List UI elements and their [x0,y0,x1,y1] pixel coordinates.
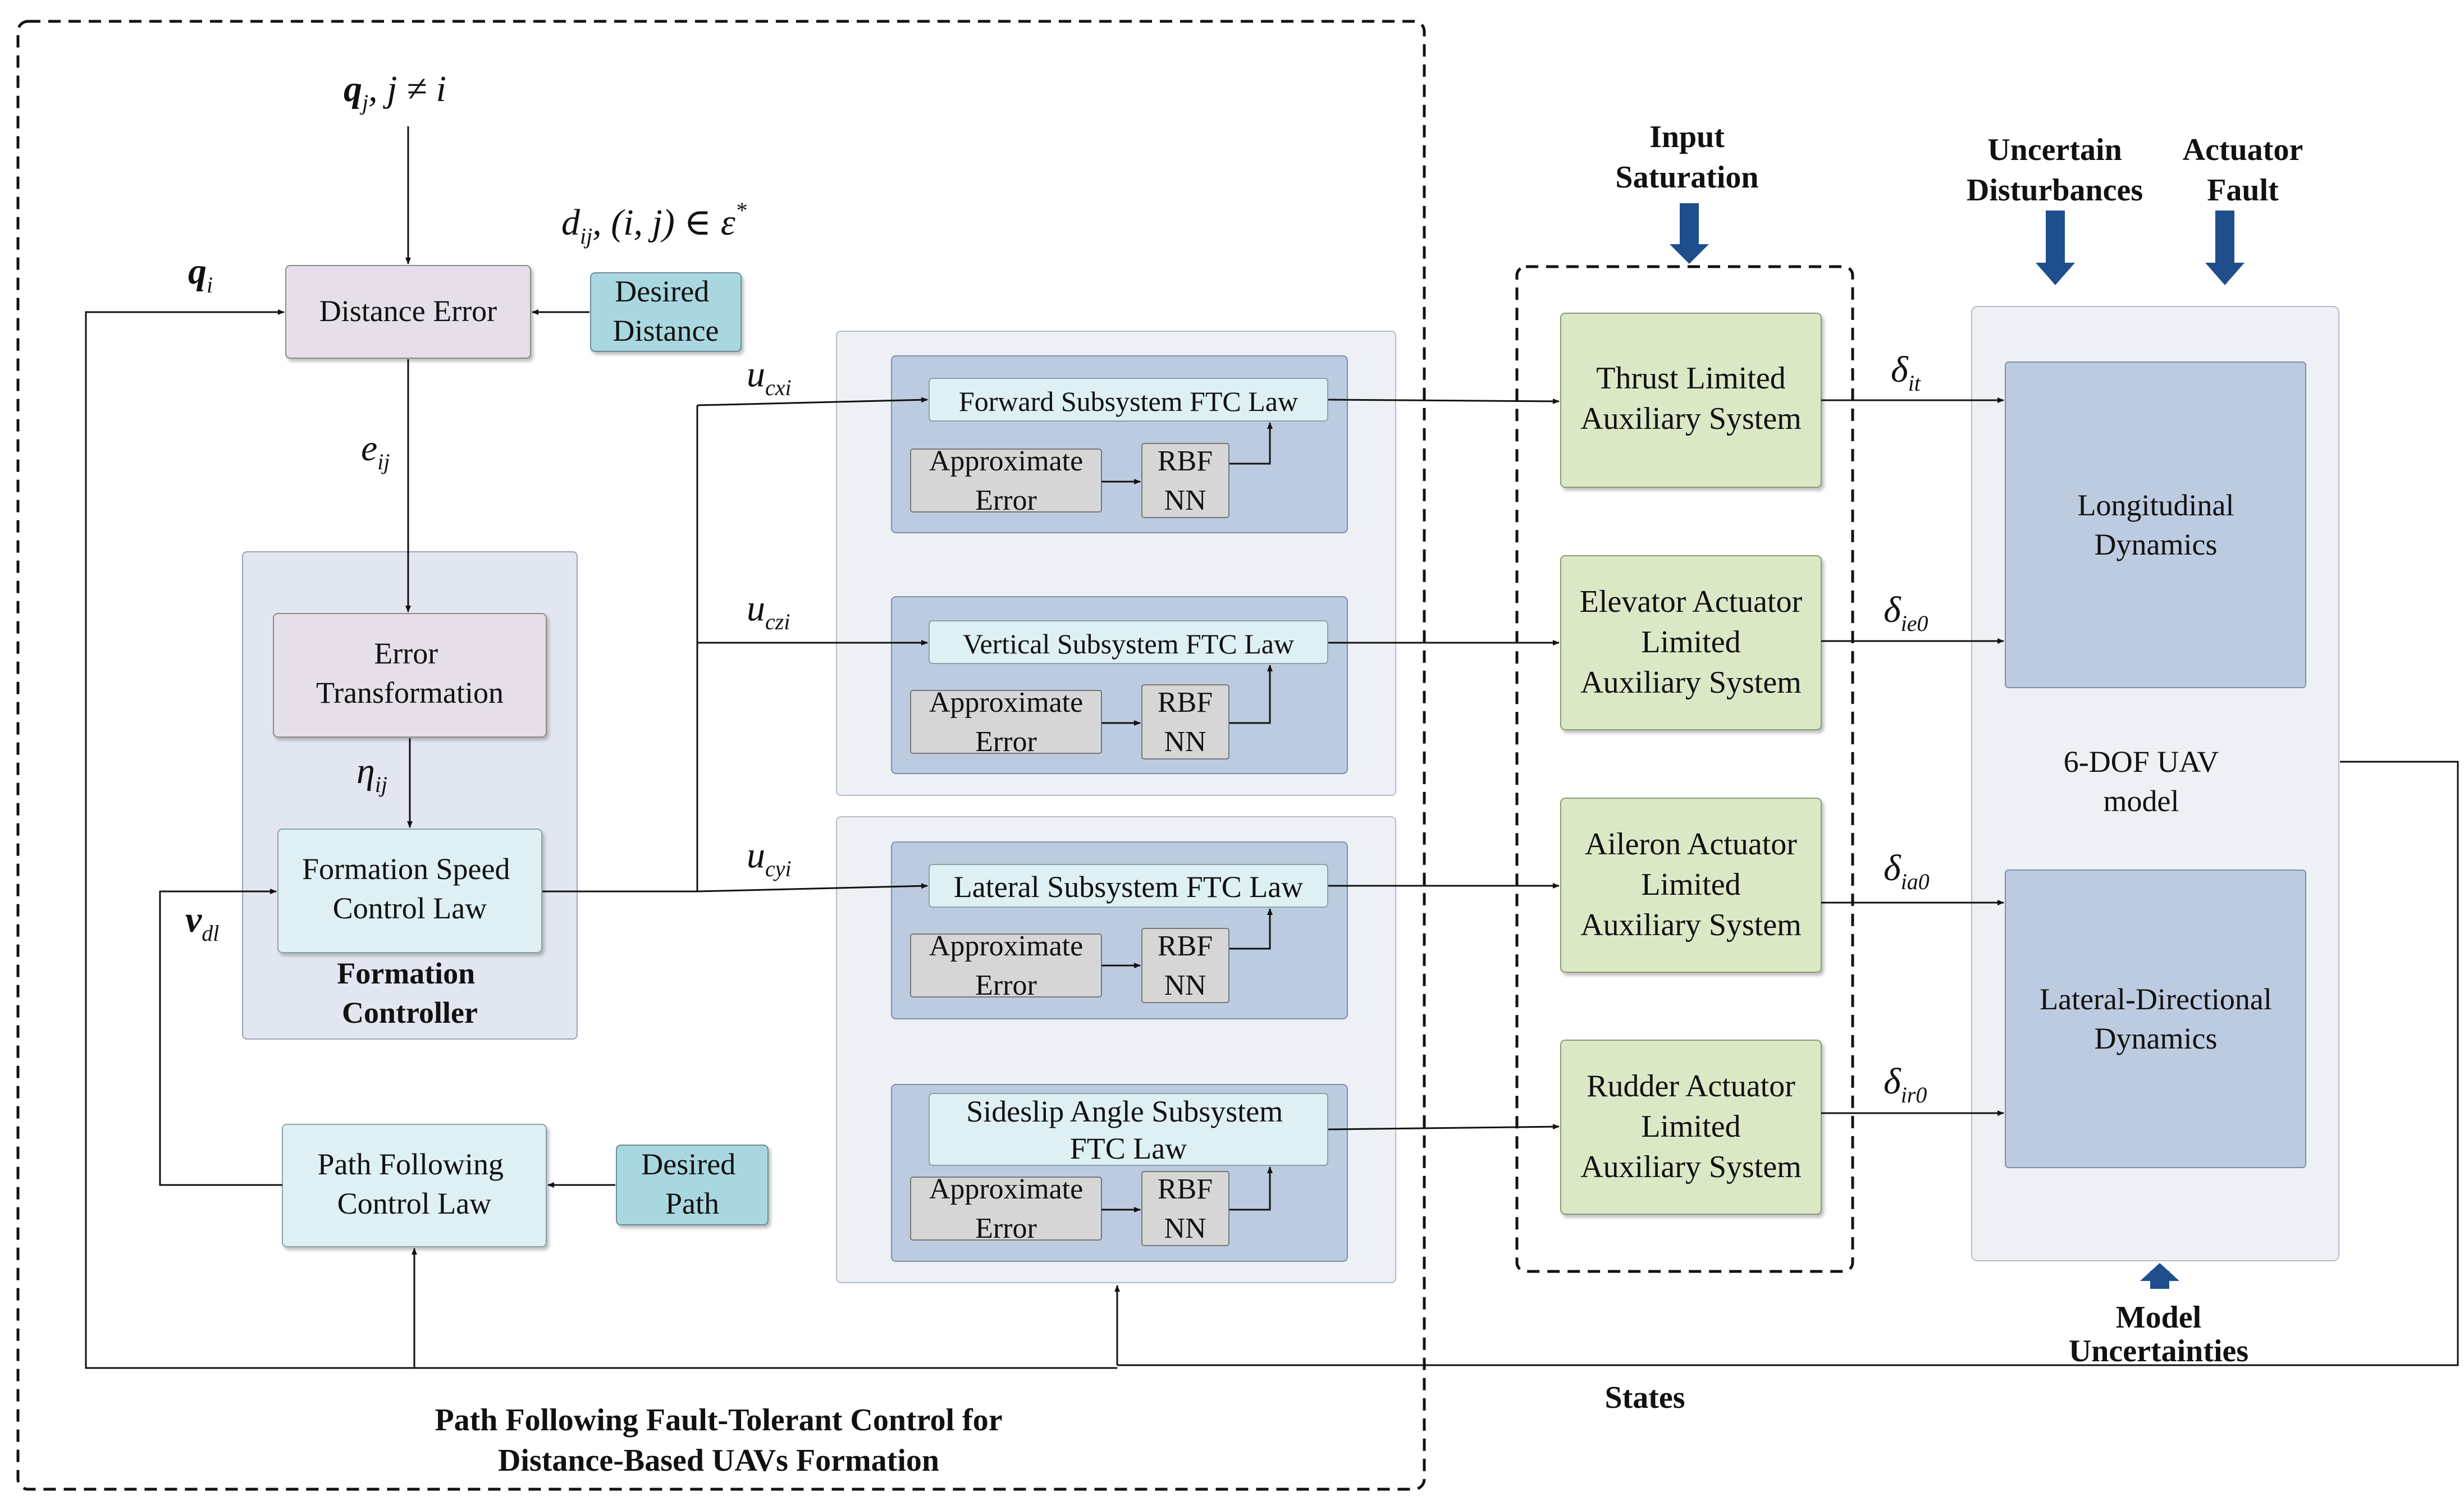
uczi-label: uczi [747,588,790,634]
formation-speed-label: Formation Speed Control Law [302,852,518,925]
desired-distance-label: Desired Distance [613,274,719,347]
dij-label: dij, (i, j) ∈ ε* [561,198,747,249]
distance-error-label: Distance Error [319,294,497,328]
approximate-error-box [910,1177,1102,1241]
ftc-dashed-boundary [16,20,1426,1491]
connection-lines [85,126,2459,1369]
rudder-actuator-auxiliary-box [1560,1040,1822,1215]
delta-ir0-label: δir0 [1884,1061,1927,1108]
vdl-label: vdl [185,899,219,946]
vertical-ftc-law-box [929,620,1328,664]
uncertain-disturbances-arrow [2036,211,2075,285]
desired-path-box [616,1145,769,1225]
delta-ia0-label: δia0 [1884,848,1930,894]
states-label: States [1604,1380,1685,1415]
qj-label: qj, j ≠ i [344,68,446,115]
formation-controller-label: Formation Controller [337,957,482,1029]
input-saturation-arrow [1670,203,1709,264]
approximate-error-box [910,449,1102,513]
rbf-nn-box [1141,1171,1229,1246]
eta-label: ηij [356,751,387,797]
figure-caption: Path Following Fault-Tolerant Control fo… [435,1403,1002,1478]
rbf-nn-box [1141,443,1229,518]
qi-label: qi [188,251,213,298]
lateral-ftc-law-box [929,864,1328,908]
aileron-actuator-auxiliary-box [1560,798,1822,973]
sideslip-ftc-law-label: Sideslip Angle Subsystem FTC Law [966,1095,1291,1165]
rbf-nn-box [1141,684,1229,759]
delta-it-label: δit [1891,349,1921,396]
desired-path-label: Desired Path [641,1147,743,1220]
eij-label: eij [361,428,390,474]
formation-speed-control-law-box [277,829,542,953]
distance-error-box [285,265,531,359]
elevator-actuator-auxiliary-box [1560,555,1822,730]
delta-ie0-label: δie0 [1884,589,1928,636]
path-following-label: Path Following Control Law [317,1147,511,1220]
ucyi-label: ucyi [747,835,792,881]
rbf-nn-box [1141,928,1229,1003]
ucxi-label: ucxi [747,354,792,400]
error-transformation-box [273,613,547,738]
forward-ftc-law-label: Forward Subsystem FTC Law [959,386,1298,417]
desired-distance-box [590,272,742,352]
vertical-ftc-law-label: Vertical Subsystem FTC Law [963,628,1294,660]
forward-ftc-law-box [929,378,1328,422]
approximate-error-box [910,690,1102,754]
thrust-limited-auxiliary-box [1560,313,1822,488]
sideslip-ftc-law-box [929,1093,1328,1166]
actuator-fault-arrow [2205,211,2244,285]
path-following-control-law-box [282,1124,547,1247]
longitudinal-dynamics-box [2005,362,2306,688]
lateral-directional-dynamics-box [2005,870,2306,1168]
model-uncertainties-arrow [2140,1263,2179,1289]
error-transformation-label: Error Transformation [316,637,504,710]
lateral-ftc-law-label: Lateral Subsystem FTC Law [954,870,1303,904]
